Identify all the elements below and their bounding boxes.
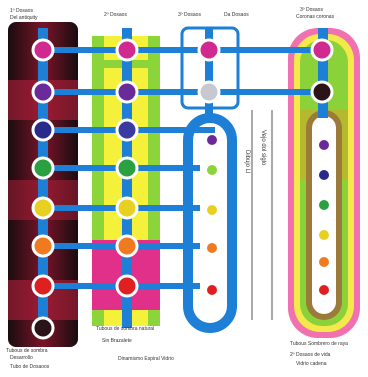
col2-top-label: 2º Dosaos — [104, 12, 127, 18]
col4-bottom-label3: Vidrio cadena — [296, 361, 327, 367]
col1-bottom-label2: Desarrollo — [10, 355, 33, 361]
vertical-text2: Dibujo Ll — [244, 150, 250, 173]
col4-bottom-label: Tubous Sombrero de raya — [290, 341, 348, 347]
col1-top-label: 1º Dosaos — [10, 8, 33, 14]
column4-centers — [310, 38, 334, 295]
col1-bottom-label3: Tubo de Dosaoos — [10, 364, 50, 370]
right-column — [288, 28, 360, 338]
col1-top-label2: Del antiquity — [10, 15, 38, 21]
column2-centers — [115, 38, 139, 298]
col1-bottom-label: Tubous de sombra — [6, 348, 48, 354]
col2-bottom-label: Tubous de sombra natural — [96, 326, 154, 332]
horizontal-channels — [43, 47, 322, 289]
column3-centers — [197, 38, 221, 295]
column1-centers — [31, 38, 55, 340]
col4-bottom-label2: 2º Dosaos de vida — [290, 352, 331, 358]
vertical-text: Vejo dol siglo — [260, 130, 266, 166]
col4-top-label: 3º Dosaos — [300, 7, 323, 13]
col4-top-label2: Coronas coronas — [296, 14, 335, 20]
arrow-lines — [251, 110, 273, 320]
col2-bottom-label2: Sin Brazalete — [102, 338, 132, 344]
left-column — [8, 22, 78, 347]
col3-top-label-b: Da Dosaos — [224, 12, 249, 18]
col3-top-label-a: 3º Dosaos — [178, 12, 201, 18]
center-bottom-label: Dinamismo Espiral Vidrio — [118, 356, 174, 362]
